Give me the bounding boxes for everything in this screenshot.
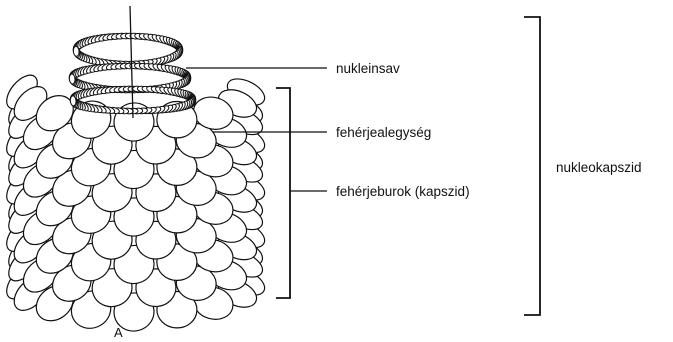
coat-bracket: [276, 88, 290, 298]
helix-bead: [73, 46, 79, 56]
protein-coat-label: fehérjeburok (kapszid): [336, 184, 470, 199]
nucleic-acid-label: nukleinsav: [336, 61, 400, 76]
protein-subunit-label: fehérjealegység: [336, 125, 431, 140]
helix-bead: [69, 74, 75, 84]
nucleocapsid-label: nukleokapszid: [556, 160, 642, 175]
helix-bead: [70, 96, 76, 106]
nucleocapsid-bracket: [524, 17, 540, 315]
figure-letter: A: [114, 325, 123, 340]
